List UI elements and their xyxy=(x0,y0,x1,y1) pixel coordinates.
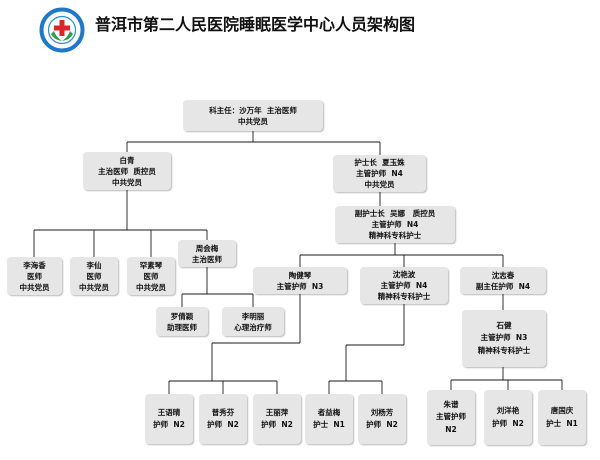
node-wang-yuqing: 王语晴 护师 N2 xyxy=(145,394,193,444)
node-line: 医师 xyxy=(27,271,42,281)
node-tao-jianqin: 陶健琴 主管护师 N3 xyxy=(253,267,347,294)
node-liu-yangyan: 刘洋艳 护师 N2 xyxy=(484,390,532,445)
node-line: 护师 N2 xyxy=(153,420,185,429)
node-shen-yanbo: 沈艳波 主管护师 N4 精神科专科护士 xyxy=(360,267,448,304)
node-line: 护士 N1 xyxy=(546,418,578,428)
node-line: 中共党员 xyxy=(79,282,109,292)
node-shen-zhichun: 沈志春 副主任护师 N4 xyxy=(460,267,546,294)
node-line: 护师 N2 xyxy=(207,420,239,429)
node-line: N2 xyxy=(445,424,457,434)
node-shi-jian: 石健 主管护师 N3 精神科专科护士 xyxy=(462,310,546,367)
node-pu-xiufen: 普秀芬 护师 N2 xyxy=(199,394,247,444)
page-title: 普洱市第二人民医院睡眠医学中心人员架构图 xyxy=(95,15,416,34)
node-line: 护师 N2 xyxy=(261,420,293,429)
node-line: 精神科专科护士 xyxy=(377,292,431,301)
node-name: 刘杨芳 xyxy=(370,407,394,417)
node-line: 精神科专科护士 xyxy=(477,345,531,355)
node-wang-liping: 王丽萍 护师 N2 xyxy=(253,394,301,444)
node-zhu-pu: 朱谱 主管护师 N2 xyxy=(427,390,475,445)
node-liu-yangfang: 刘杨芳 护师 N2 xyxy=(358,394,406,444)
node-name: 沈志春 xyxy=(491,270,515,280)
node-line: 副护士长 吴娜 质控员 xyxy=(354,209,436,218)
node-line: 中共党员 xyxy=(112,177,142,187)
node-line: 中共党员 xyxy=(238,116,268,126)
node-line: 护师 N2 xyxy=(366,420,398,429)
node-name: 石健 xyxy=(496,320,512,330)
node-line: 护师 N2 xyxy=(492,418,524,428)
node-bai-qing: 白青 主治医师 质控员 中共党员 xyxy=(83,152,171,190)
node-zhou-huimei: 周会梅 主治医师 xyxy=(178,240,236,267)
node-line: 护士 N1 xyxy=(313,420,345,429)
node-name: 王丽萍 xyxy=(265,407,289,417)
node-line: 主管护师 xyxy=(436,412,466,422)
node-name: 李明丽 xyxy=(241,311,265,321)
node-name: 李海香 xyxy=(23,260,46,270)
node-name: 朱谱 xyxy=(443,399,459,409)
node-line: 护士长 夏玉姝 xyxy=(354,158,405,167)
node-name: 白青 xyxy=(119,155,135,165)
node-li-mingli: 李明丽 心理治疗师 xyxy=(222,307,284,336)
logo-leaf-right xyxy=(62,31,73,41)
logo-leaf-left xyxy=(51,31,62,41)
node-tang-guoqing: 唐国庆 护士 N1 xyxy=(538,390,586,445)
node-deputy-head-nurse: 副护士长 吴娜 质控员 主管护师 N4 精神科专科护士 xyxy=(335,206,455,243)
node-name: 刘洋艳 xyxy=(496,406,520,415)
node-line: 主管护师 N4 xyxy=(380,281,428,290)
node-name: 唐国庆 xyxy=(550,406,574,415)
node-line: 中共党员 xyxy=(136,282,166,292)
node-name: 周会梅 xyxy=(195,243,219,253)
node-line: 科主任：沙万年 主治医师 xyxy=(209,105,297,115)
node-name: 陶健琴 xyxy=(288,270,312,280)
node-line: 主治医师 质控员 xyxy=(98,166,156,176)
node-name: 王语晴 xyxy=(157,407,181,417)
node-line: 主管护师 N3 xyxy=(480,333,528,343)
node-line: 副主任护师 N4 xyxy=(475,281,531,291)
node-name: 罗倩颖 xyxy=(170,311,194,321)
node-li-haixiang: 李海香 医师 中共党员 xyxy=(7,257,62,295)
node-line: 中共党员 xyxy=(364,180,395,189)
node-line: 助理医师 xyxy=(167,322,197,332)
node-line: 心理治疗师 xyxy=(234,322,272,332)
node-zhe-yimei: 者益梅 护士 N1 xyxy=(305,394,353,444)
node-name: 者益梅 xyxy=(317,407,341,417)
hospital-logo-icon xyxy=(39,7,85,53)
node-name: 沈艳波 xyxy=(392,270,416,279)
node-line: 主管护师 N4 xyxy=(371,220,419,229)
node-director: 科主任：沙万年 主治医师 中共党员 xyxy=(183,100,323,131)
node-line: 主管护师 N4 xyxy=(356,169,403,178)
node-han-suqin: 罕素琴 医师 中共党员 xyxy=(127,257,175,295)
node-li-xian: 李仙 医师 中共党员 xyxy=(70,257,118,295)
node-line: 医师 xyxy=(143,271,159,281)
node-line: 主管护师 N3 xyxy=(276,281,324,291)
node-line: 中共党员 xyxy=(19,282,50,292)
node-line: 医师 xyxy=(86,271,102,281)
node-name: 普秀芬 xyxy=(211,407,235,417)
node-name: 李仙 xyxy=(86,260,102,270)
node-luo-qianying: 罗倩颖 助理医师 xyxy=(156,307,208,336)
node-line: 主治医师 xyxy=(192,254,222,264)
node-name: 罕素琴 xyxy=(139,260,163,270)
logo-cross-horizontal xyxy=(54,25,70,31)
node-head-nurse: 护士长 夏玉姝 主管护师 N4 中共党员 xyxy=(333,155,426,192)
node-line: 精神科专科护士 xyxy=(368,231,422,240)
